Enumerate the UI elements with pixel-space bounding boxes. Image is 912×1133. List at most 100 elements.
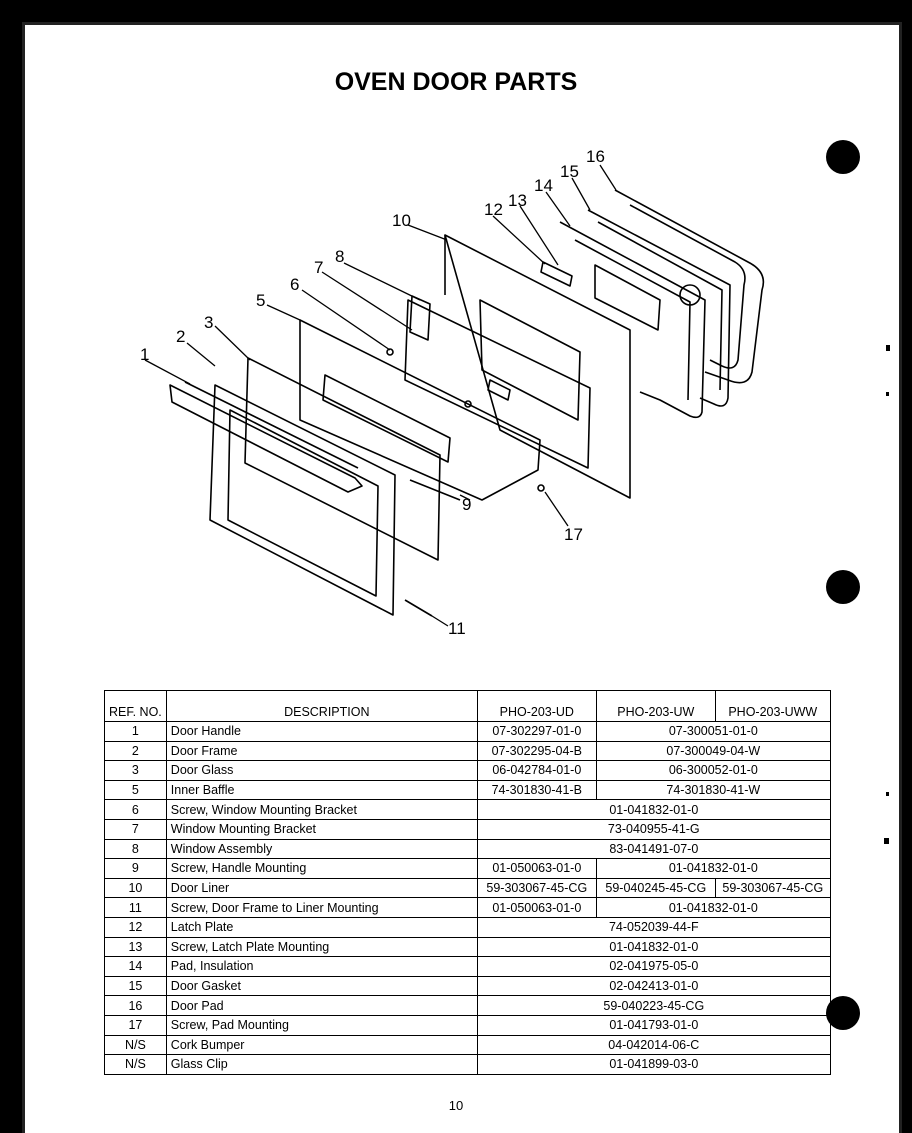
description-cell: Cork Bumper <box>165 1034 478 1056</box>
part-number-cell: 07-300049-04-W <box>595 740 831 762</box>
part-number-cell: 74-301830-41-W <box>595 779 831 801</box>
description-cell: Glass Clip <box>165 1054 478 1075</box>
ref-cell: N/S <box>104 1054 167 1075</box>
part-number-cell: 01-041832-01-0 <box>595 858 831 879</box>
ref-cell: 1 <box>104 721 167 742</box>
callout-label: 8 <box>335 247 344 266</box>
callout-label: 13 <box>508 191 527 210</box>
part-number-cell: 01-050063-01-0 <box>476 858 597 879</box>
callout-label: 7 <box>314 258 323 277</box>
part-number-cell: 01-050063-01-0 <box>476 897 597 918</box>
callout-label: 15 <box>560 162 579 181</box>
ref-cell: N/S <box>104 1034 167 1056</box>
part-number-cell: 59-303067-45-CG <box>714 877 831 899</box>
table-row: 5 Inner Baffle 74-301830-41-B 74-301830-… <box>104 779 831 801</box>
binder-hole-middle <box>826 570 860 604</box>
table-row: N/S Cork Bumper 04-042014-06-C <box>104 1034 831 1056</box>
table-row: 9 Screw, Handle Mounting 01-050063-01-0 … <box>104 858 831 879</box>
part-number-cell: 06-042784-01-0 <box>476 760 597 781</box>
ref-cell: 11 <box>104 897 167 918</box>
part-number-cell: 06-300052-01-0 <box>595 760 831 781</box>
part-number-cell: 01-041832-01-0 <box>595 897 831 918</box>
description-cell: Screw, Door Frame to Liner Mounting <box>165 897 478 918</box>
table-header-row: REF. NO. DESCRIPTION PHO-203-UD PHO-203-… <box>104 690 831 722</box>
column-header-ref: REF. NO. <box>104 690 167 722</box>
ref-cell: 13 <box>104 936 167 958</box>
column-header-model: PHO-203-UD <box>476 690 597 722</box>
ref-cell: 12 <box>104 916 167 938</box>
part-number-cell: 07-300051-01-0 <box>595 721 831 742</box>
description-cell: Window Assembly <box>165 838 478 860</box>
callout-label: 12 <box>484 200 503 219</box>
table-row: 17 Screw, Pad Mounting 01-041793-01-0 <box>104 1014 831 1036</box>
table-row: 8 Window Assembly 83-041491-07-0 <box>104 838 831 860</box>
callout-label: 16 <box>586 147 605 166</box>
part-number-cell: 59-040223-45-CG <box>476 995 831 1016</box>
column-header-model: PHO-203-UWW <box>714 690 831 722</box>
part-number-cell: 83-041491-07-0 <box>476 838 831 860</box>
table-row: 14 Pad, Insulation 02-041975-05-0 <box>104 956 831 977</box>
part-number-cell: 01-041832-01-0 <box>476 936 831 958</box>
callout-label: 3 <box>204 313 213 332</box>
table-row: 13 Screw, Latch Plate Mounting 01-041832… <box>104 936 831 958</box>
page-title: OVEN DOOR PARTS <box>334 68 578 96</box>
table-row: 11 Screw, Door Frame to Liner Mounting 0… <box>104 897 831 918</box>
part-number-cell: 01-041832-01-0 <box>476 799 831 820</box>
description-cell: Window Mounting Bracket <box>165 818 478 840</box>
callout-label: 9 <box>462 495 471 514</box>
column-header-description: DESCRIPTION <box>165 690 478 722</box>
part-number-cell: 04-042014-06-C <box>476 1034 831 1056</box>
scan-speck <box>886 392 889 396</box>
part-number-cell: 01-041793-01-0 <box>476 1014 831 1036</box>
scan-speck <box>884 838 889 844</box>
table-row: N/S Glass Clip 01-041899-03-0 <box>104 1054 831 1075</box>
scan-speck <box>886 792 889 796</box>
description-cell: Latch Plate <box>165 916 478 938</box>
part-number-cell: 07-302295-04-B <box>476 740 597 762</box>
ref-cell: 10 <box>104 877 167 899</box>
callout-label: 11 <box>448 619 466 638</box>
part-number-cell: 74-052039-44-F <box>476 916 831 938</box>
description-cell: Pad, Insulation <box>165 956 478 977</box>
description-cell: Screw, Latch Plate Mounting <box>165 936 478 958</box>
callout-label: 10 <box>392 211 411 230</box>
part-number-cell: 74-301830-41-B <box>476 779 597 801</box>
description-cell: Door Frame <box>165 740 478 762</box>
table-row: 6 Screw, Window Mounting Bracket 01-0418… <box>104 799 831 820</box>
part-number-cell: 02-042413-01-0 <box>476 975 831 997</box>
table-row: 7 Window Mounting Bracket 73-040955-41-G <box>104 818 831 840</box>
part-number-cell: 01-041899-03-0 <box>476 1054 831 1075</box>
ref-cell: 5 <box>104 779 167 801</box>
description-cell: Inner Baffle <box>165 779 478 801</box>
table-row: 3 Door Glass 06-042784-01-0 06-300052-01… <box>104 760 831 781</box>
description-cell: Screw, Handle Mounting <box>165 858 478 879</box>
ref-cell: 16 <box>104 995 167 1016</box>
ref-cell: 2 <box>104 740 167 762</box>
table-row: 15 Door Gasket 02-042413-01-0 <box>104 975 831 997</box>
exploded-door-diagram: 1 2 3 5 6 7 8 9 10 11 12 13 14 15 16 17 <box>140 147 765 638</box>
scan-speck <box>886 345 890 351</box>
description-cell: Door Glass <box>165 760 478 781</box>
ref-cell: 15 <box>104 975 167 997</box>
binder-hole-bottom <box>826 996 860 1030</box>
callout-label: 14 <box>534 176 553 195</box>
table-row: 16 Door Pad 59-040223-45-CG <box>104 995 831 1016</box>
binder-hole-top <box>826 140 860 174</box>
column-header-model: PHO-203-UW <box>595 690 716 722</box>
page-number: 10 <box>448 1098 464 1113</box>
table-row: 1 Door Handle 07-302297-01-0 07-300051-0… <box>104 721 831 742</box>
description-cell: Door Handle <box>165 721 478 742</box>
callout-label: 5 <box>256 291 265 310</box>
part-number-cell: 59-303067-45-CG <box>476 877 597 899</box>
part-number-cell: 07-302297-01-0 <box>476 721 597 742</box>
ref-cell: 7 <box>104 818 167 840</box>
parts-table: REF. NO. DESCRIPTION PHO-203-UD PHO-203-… <box>104 690 831 1075</box>
part-number-cell: 02-041975-05-0 <box>476 956 831 977</box>
description-cell: Door Gasket <box>165 975 478 997</box>
description-cell: Door Pad <box>165 995 478 1016</box>
callout-label: 2 <box>176 327 185 346</box>
callout-label: 17 <box>564 525 583 544</box>
ref-cell: 17 <box>104 1014 167 1036</box>
ref-cell: 6 <box>104 799 167 820</box>
ref-cell: 14 <box>104 956 167 977</box>
